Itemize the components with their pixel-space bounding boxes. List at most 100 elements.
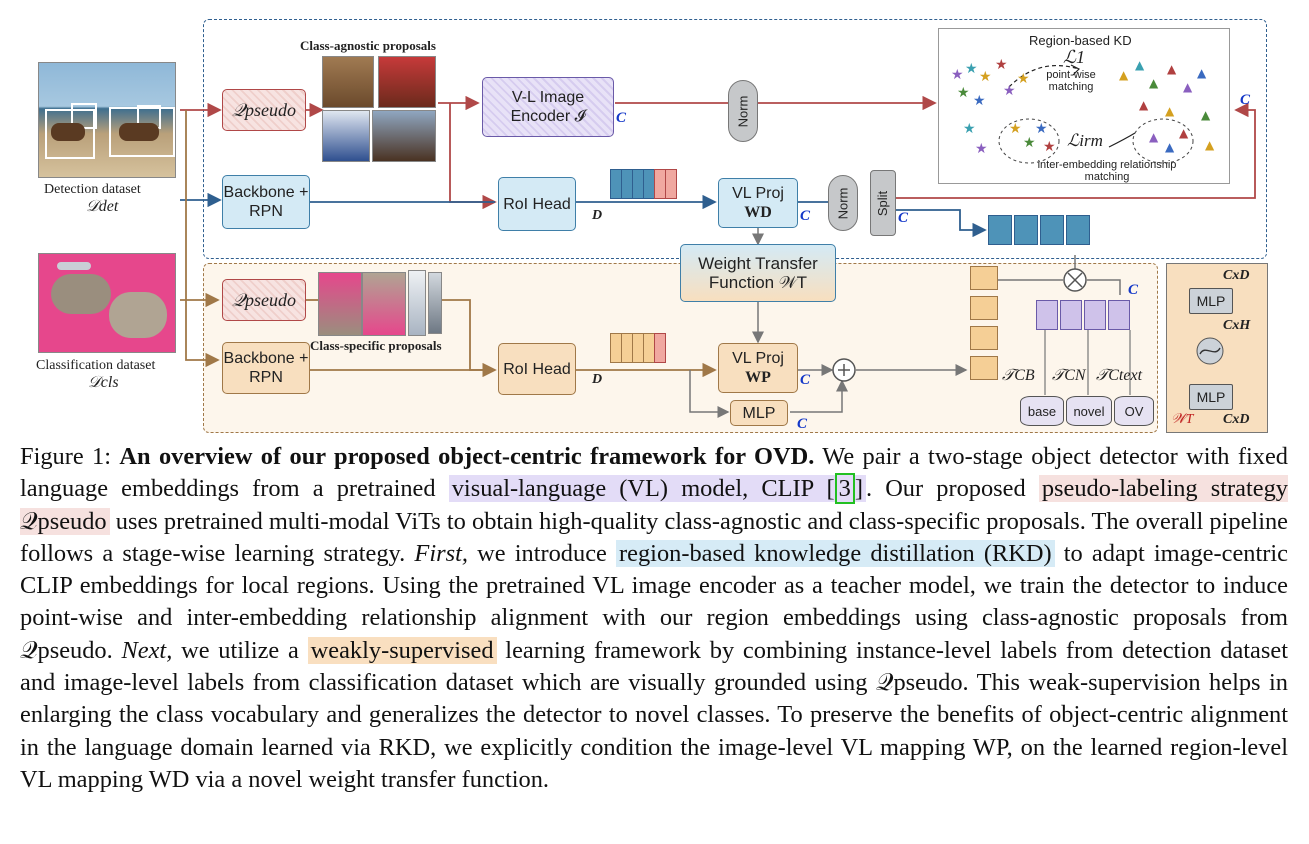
db-ov-label: OV <box>1124 403 1144 419</box>
svg-text:▲: ▲ <box>1139 98 1149 112</box>
db-novel-label: novel <box>1073 403 1105 419</box>
inter-embedding-label: inter-embedding relationship matching <box>1037 159 1177 183</box>
figure-caption: Figure 1: An overview of our proposed ob… <box>20 441 1288 796</box>
wt-mlp1-label: MLP <box>1196 292 1226 309</box>
svg-text:▲: ▲ <box>1149 130 1159 144</box>
svg-text:▲: ▲ <box>1165 104 1175 118</box>
caption-highlight-rkd: region-based knowledge distillation (RKD… <box>616 539 1055 567</box>
svg-text:★: ★ <box>975 141 988 157</box>
proposal-thumb <box>408 270 426 336</box>
caption-next: Next, <box>121 636 173 664</box>
dim-c-text: C <box>1128 282 1139 298</box>
rkd-title: Region-based KD <box>1029 33 1132 48</box>
svg-text:★: ★ <box>995 57 1008 73</box>
q-pseudo-top-box: 𝒬pseudo <box>222 89 306 131</box>
svg-text:★: ★ <box>1003 83 1016 99</box>
caption-hl-vl-text: visual-language (VL) model, CLIP <box>451 475 814 503</box>
caption-s4: we introduce <box>477 539 607 567</box>
caption-highlight-vl: visual-language (VL) model, CLIP [3] <box>448 473 866 505</box>
dim-d-bottom: D <box>592 372 603 387</box>
roi-head-bottom-box: RoI Head <box>498 343 576 395</box>
connector-lines <box>180 95 1256 418</box>
caption-s6: we utilize a <box>181 636 299 664</box>
caption-fig-label: Figure 1: <box>20 443 112 470</box>
split-label: Split <box>875 190 891 216</box>
svg-text:▲: ▲ <box>1149 76 1159 90</box>
vl-proj-wd-label: VL Proj <box>732 185 784 202</box>
q-pseudo-bottom-box: 𝒬pseudo <box>222 279 306 321</box>
vl-image-encoder-box: V-L Image Encoder 𝓘 <box>482 77 614 137</box>
wt-mlp2-box: MLP <box>1189 384 1233 410</box>
backbone-rpn-bottom-box: Backbone + RPN <box>222 342 310 394</box>
weight-transfer-box: Weight Transfer Function 𝒲T <box>680 244 836 302</box>
roi-head-top-box: RoI Head <box>498 177 576 231</box>
svg-text:★: ★ <box>963 121 976 137</box>
norm-mid-box: Norm <box>828 175 858 231</box>
norm-top-box: Norm <box>728 80 758 142</box>
roi-head-top-label: RoI Head <box>503 195 571 213</box>
wt-mlp1-box: MLP <box>1189 288 1233 314</box>
svg-text:★: ★ <box>951 67 964 83</box>
point-wise-label: point-wise matching <box>1046 69 1096 93</box>
svg-text:▲: ▲ <box>1119 68 1129 82</box>
dim-c-wd: C <box>800 208 811 224</box>
wt-cxd-top: CxD <box>1223 268 1250 283</box>
proposal-thumb <box>322 110 370 162</box>
weight-transfer-detail: CxD MLP CxH MLP CxD 𝒲T <box>1166 263 1268 433</box>
db-ov: OV <box>1114 396 1154 426</box>
svg-text:★: ★ <box>1017 71 1030 87</box>
wt-mlp2-label: MLP <box>1196 388 1226 405</box>
mlp-bottom-box: MLP <box>730 400 788 426</box>
backbone-rpn-top-box: Backbone + RPN <box>222 175 310 229</box>
svg-text:★: ★ <box>1009 121 1022 137</box>
proposal-thumb <box>322 56 374 108</box>
svg-text:▲: ▲ <box>1183 80 1193 94</box>
svg-text:▲: ▲ <box>1197 66 1207 80</box>
vl-proj-wd-sub: WD <box>744 204 772 221</box>
norm-top-label: Norm <box>735 95 751 127</box>
norm-mid-label: Norm <box>835 187 851 219</box>
activation-icon <box>1196 337 1224 365</box>
vl-proj-wd-box: VL Proj WD <box>718 178 798 228</box>
vl-image-encoder-label: V-L Image Encoder 𝓘 <box>510 89 586 125</box>
citation-link[interactable]: 3 <box>834 473 855 505</box>
loss-irm-label: ℒirm <box>1067 131 1103 150</box>
q-pseudo-top-label: 𝒬pseudo <box>232 99 296 120</box>
svg-text:★: ★ <box>1023 135 1036 151</box>
t-ctext-label: 𝒯Ctext <box>1096 367 1143 384</box>
caption-highlight-weak: weakly-supervised <box>307 636 497 664</box>
svg-text:▲: ▲ <box>1205 138 1215 152</box>
dim-c-wp: C <box>800 372 811 388</box>
caption-s3: uses pretrained multi-modal ViTs to obta… <box>20 507 1288 567</box>
caption-s5: to adapt image-centric CLIP embeddings f… <box>20 539 1288 664</box>
proposal-thumb <box>362 272 406 336</box>
class-specific-title: Class-specific proposals <box>310 338 442 353</box>
backbone-rpn-top-label: Backbone + RPN <box>223 184 309 220</box>
vl-proj-wp-label: VL Proj <box>732 350 784 367</box>
proposal-thumb <box>318 272 362 336</box>
classification-dataset-symbol: 𝒟cls <box>88 374 119 391</box>
svg-text:★: ★ <box>979 69 992 85</box>
svg-text:▲: ▲ <box>1165 140 1175 154</box>
svg-text:★: ★ <box>1043 139 1056 155</box>
backbone-rpn-bottom-label: Backbone + RPN <box>223 350 309 386</box>
wt-symbol: 𝒲T <box>1171 412 1194 427</box>
classification-dataset-image <box>38 253 176 353</box>
vl-proj-wp-box: VL Proj WP <box>718 343 798 393</box>
t-cb-label: 𝒯CB <box>1002 367 1035 384</box>
vl-proj-wp-sub: WP <box>745 369 771 386</box>
proposal-thumb <box>372 110 436 162</box>
svg-text:▲: ▲ <box>1179 126 1189 140</box>
proposal-thumb <box>378 56 436 108</box>
detection-dataset-label: Detection dataset <box>44 182 141 197</box>
dim-c-rkd: C <box>1240 92 1251 108</box>
mlp-bottom-label: MLP <box>742 404 776 422</box>
roi-head-bottom-label: RoI Head <box>503 360 571 378</box>
caption-s1: We pair a two-stage object detector with… <box>20 443 1288 503</box>
dim-c-encoder: C <box>616 110 627 126</box>
caption-s7: learning framework by combining instance… <box>20 636 1288 793</box>
svg-text:▲: ▲ <box>1167 62 1177 76</box>
caption-first: First, <box>414 539 468 567</box>
db-base-label: base <box>1027 403 1057 419</box>
rkd-panel: Region-based KD ℒ1 point-wise matching ℒ… <box>938 28 1230 184</box>
